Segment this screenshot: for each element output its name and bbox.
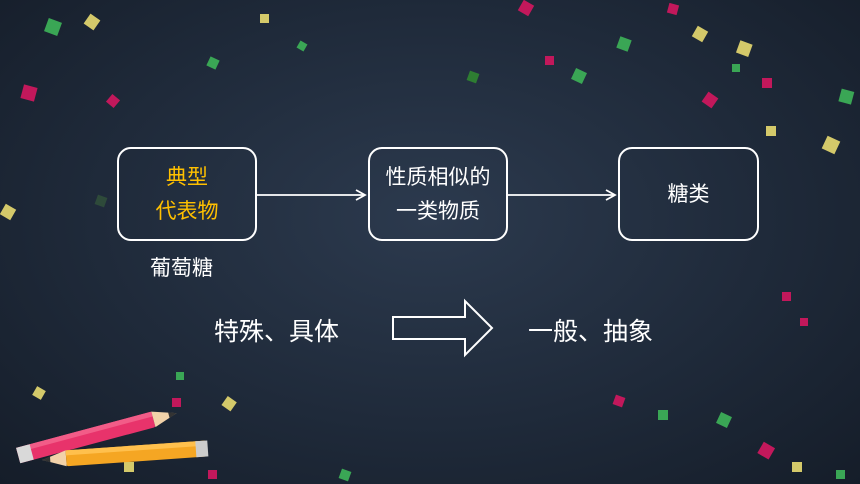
hollow-arrow-icon [392, 298, 494, 358]
box-label: 糖类 [667, 182, 710, 206]
box-line: 性质相似的 [385, 165, 491, 189]
sugar-category-box: 糖类 [618, 147, 759, 241]
box-line: 一类物质 [396, 199, 480, 223]
specific-concrete-label: 特殊、具体 [214, 317, 340, 346]
box-line: 代表物 [155, 199, 219, 223]
similar-substances-box: 性质相似的 一类物质 [368, 147, 508, 241]
orange-pencil-icon [42, 440, 209, 467]
arrow-right-icon [508, 189, 617, 201]
example-label: 葡萄糖 [150, 256, 213, 280]
pink-pencil-icon [16, 411, 177, 464]
pencils [16, 411, 209, 467]
arrow-right-icon [257, 189, 367, 201]
general-abstract-label: 一般、抽象 [528, 317, 654, 346]
box-line: 典型 [166, 165, 208, 189]
typical-representative-box: 典型 代表物 [117, 147, 257, 241]
